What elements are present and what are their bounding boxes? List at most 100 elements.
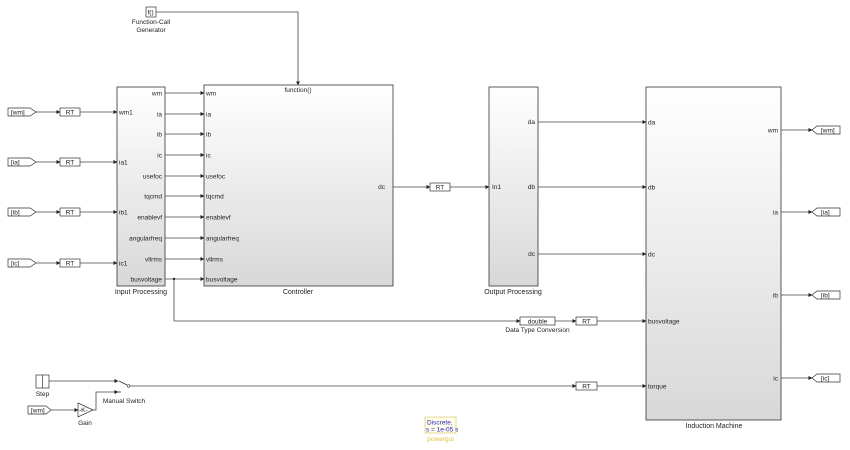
goto-tag-1[interactable]: [ia] [811, 207, 841, 217]
input-processing-output-port: wm [151, 91, 162, 98]
goto-tag-label: [ib] [821, 293, 830, 300]
rt-label: RT [66, 261, 75, 268]
controller-block[interactable]: function() dc Controller [203, 84, 394, 296]
rt-label: RT [66, 210, 75, 217]
function-call-generator-label-2: Generator [136, 27, 166, 34]
goto-tag-label: [ia] [821, 210, 830, 217]
controller-input-port: busvoltage [206, 277, 238, 284]
from-tag-3[interactable]: [ic] [7, 258, 37, 268]
from-tag-2[interactable]: [ib] [7, 207, 37, 217]
induction-machine-input-port: busvoltage [648, 319, 680, 326]
rt-label: RT [66, 110, 75, 117]
input-processing-input-port: wm1 [118, 110, 133, 117]
gain-block[interactable]: -K- Gain [77, 402, 94, 427]
output-processing-input-in1: In1 [492, 184, 501, 191]
output-processing-label: Output Processing [484, 289, 542, 296]
controller-input-port: vllrms [206, 257, 224, 264]
induction-machine-output-port: ib [773, 293, 778, 300]
controller-input-port: ic [206, 153, 211, 160]
from-tag-1[interactable]: [ia] [7, 157, 37, 167]
from-tag-label: [ic] [11, 261, 20, 268]
rt-label: RT [66, 160, 75, 167]
input-processing-output-port: enablevf [137, 215, 162, 222]
rate-transition-block[interactable]: RT [59, 258, 81, 268]
rate-transition-block[interactable]: RT [575, 316, 598, 326]
function-call-generator-label: Function-Call [132, 19, 171, 26]
induction-machine-input-port: da [648, 120, 656, 127]
controller-input-port: ib [206, 132, 211, 139]
induction-machine-output-port: ic [773, 376, 778, 383]
input-processing-input-port: ib1 [119, 210, 128, 217]
input-processing-output-port: ia [157, 112, 162, 119]
rt-label: RT [582, 384, 591, 391]
output-processing-output-da: da [528, 119, 536, 126]
controller-input-port: tqcmd [206, 194, 224, 201]
from-tag-label: [wm] [31, 408, 45, 415]
rate-transition-block[interactable]: RT [59, 207, 81, 217]
step-block[interactable]: Step [35, 374, 50, 398]
from-tag-wm-gain[interactable]: [wm] [27, 405, 52, 415]
input-processing-output-port: tqcmd [144, 194, 162, 201]
from-tag-label: [ia] [11, 160, 20, 167]
controller-output-dc: dc [378, 184, 386, 191]
busvoltage-branch-line[interactable] [173, 279, 521, 323]
induction-machine-input-port: torque [648, 384, 667, 391]
controller-input-port: usefoc [206, 174, 226, 181]
data-type-conversion-block[interactable]: double Data Type Conversion [505, 316, 570, 334]
input-processing-output-port: busvoltage [131, 277, 163, 284]
controller-input-port: wm [205, 91, 216, 98]
gain-icon: -K- [79, 407, 88, 414]
input-processing-output-port: usefoc [143, 174, 163, 181]
output-processing-block[interactable]: In1 da db dc Output Processing [484, 86, 542, 296]
powergui-label: powergui [427, 436, 453, 443]
input-processing-label: Input Processing [115, 289, 167, 296]
manual-switch-block[interactable]: Manual Switch [103, 380, 146, 405]
controller-label: Controller [283, 289, 314, 296]
output-processing-output-db: db [528, 184, 536, 191]
controller-input-port: enablevf [206, 215, 231, 222]
gain-label: Gain [78, 420, 92, 427]
rate-transition-block[interactable]: RT [575, 381, 598, 391]
induction-machine-input-port: db [648, 185, 656, 192]
controller-input-port: angularfreq [206, 236, 239, 243]
induction-machine-input-port: dc [648, 252, 656, 259]
goto-tag-0[interactable]: [wm] [811, 125, 841, 135]
rate-transition-block[interactable]: RT [59, 157, 81, 167]
from-tag-label: [ib] [11, 210, 20, 217]
signal-line[interactable] [93, 390, 119, 411]
rate-transition-block[interactable]: RT [429, 182, 451, 192]
powergui-sample-time: s = 1e-05 s [426, 427, 459, 434]
rt-label: RT [436, 185, 445, 192]
input-processing-input-port: ic1 [119, 261, 128, 268]
double-icon: double [528, 319, 548, 326]
from-tag-label: [wm] [11, 110, 25, 117]
step-label: Step [36, 391, 50, 398]
manual-switch-label: Manual Switch [103, 398, 146, 405]
induction-machine-output-port: ia [773, 210, 778, 217]
controller-input-port: ia [206, 112, 211, 119]
powergui-block[interactable]: Discrete, s = 1e-05 s powergui [424, 416, 459, 443]
output-processing-output-dc: dc [528, 251, 536, 258]
input-processing-output-port: angularfreq [129, 236, 162, 243]
function-call-generator-block[interactable]: f() Function-Call Generator [132, 6, 171, 34]
rate-transition-block[interactable]: RT [59, 107, 81, 117]
induction-machine-block[interactable]: Induction Machine [645, 86, 782, 430]
goto-tag-2[interactable]: [ib] [811, 290, 841, 300]
controller-trigger-port: function() [284, 87, 311, 94]
induction-machine-label: Induction Machine [686, 423, 743, 430]
data-type-conversion-label: Data Type Conversion [505, 327, 570, 334]
powergui-mode: Discrete, [427, 420, 453, 427]
goto-tag-label: [ic] [821, 376, 830, 383]
input-processing-block[interactable]: Input Processing [115, 86, 167, 296]
goto-tag-label: [wm] [821, 128, 835, 135]
input-processing-output-port: ic [157, 153, 162, 160]
goto-tag-3[interactable]: [ic] [811, 373, 841, 383]
induction-machine-output-port: wm [767, 128, 778, 135]
function-call-icon: f() [148, 10, 154, 17]
from-tag-0[interactable]: [wm] [7, 107, 37, 117]
input-processing-output-port: vllrms [145, 257, 163, 264]
input-processing-output-port: ib [157, 132, 162, 139]
input-processing-input-port: ia1 [119, 160, 128, 167]
trigger-signal-line[interactable] [156, 11, 300, 86]
